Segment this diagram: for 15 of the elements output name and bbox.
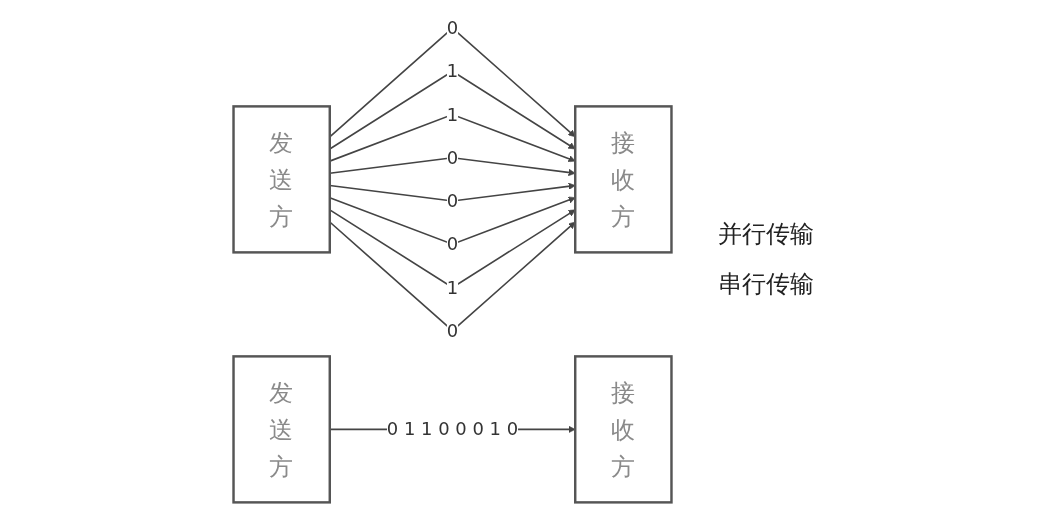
edge-label: 0 bbox=[446, 320, 459, 341]
edge-label: 0 bbox=[446, 190, 459, 212]
node-box: 接收方 bbox=[574, 105, 673, 254]
edge-label: 0 1 1 0 0 0 1 0 bbox=[386, 419, 519, 440]
edge-label: 1 bbox=[446, 61, 459, 82]
node-box: 接收方 bbox=[574, 355, 673, 504]
edge-label: 1 bbox=[446, 277, 459, 298]
panel-caption: 并行传输 bbox=[718, 218, 814, 250]
edge-label: 0 bbox=[446, 234, 459, 255]
node-box: 发送方 bbox=[232, 355, 331, 504]
edge-label: 1 bbox=[446, 104, 459, 125]
edge-label: 0 bbox=[446, 147, 459, 168]
edge-label: 0 bbox=[446, 17, 459, 39]
node-box: 发送方 bbox=[232, 105, 331, 254]
panel-caption: 串行传输 bbox=[718, 268, 814, 300]
